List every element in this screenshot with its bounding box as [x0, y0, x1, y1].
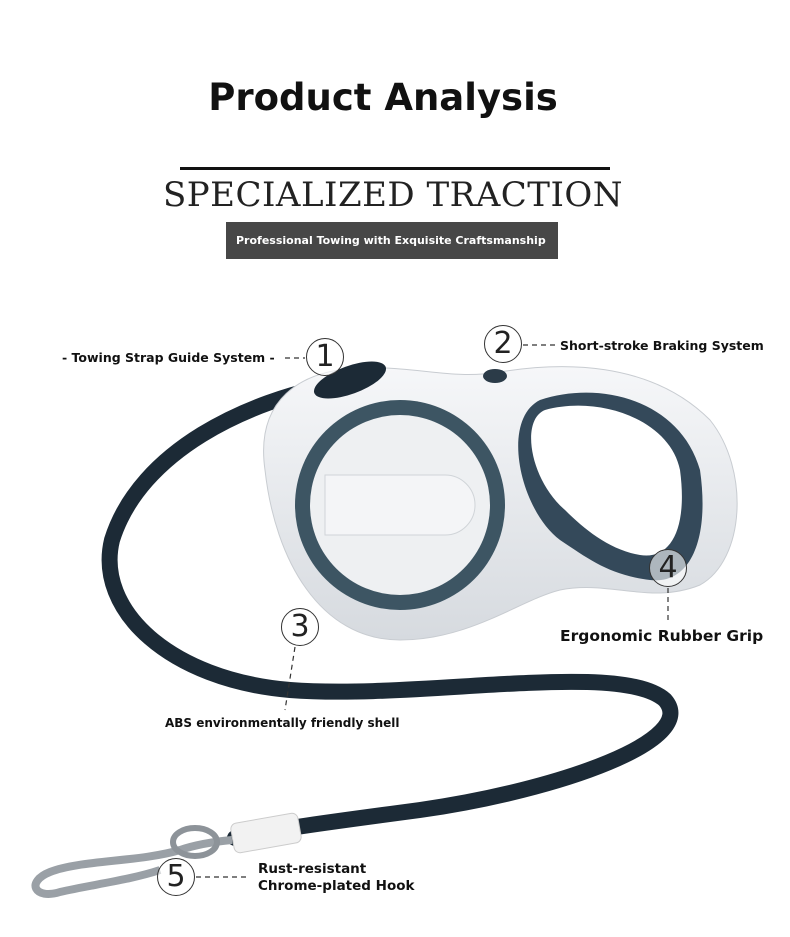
title-divider — [180, 167, 610, 170]
callout-label-shell: ABS environmentally friendly shell — [165, 716, 400, 730]
callout-number-1: 1 — [306, 338, 344, 376]
callout-label-hook-line1: Rust-resistant — [258, 861, 367, 877]
leash-body — [263, 361, 738, 641]
callout-label-hook-line2: Chrome-plated Hook — [258, 878, 415, 894]
callout-label-strap-guide: - Towing Strap Guide System - — [62, 350, 275, 365]
callout-number-5: 5 — [157, 858, 195, 896]
page-title: Product Analysis — [208, 76, 558, 119]
callout-label-braking: Short-stroke Braking System — [560, 338, 764, 353]
callout-number-3: 3 — [281, 608, 319, 646]
callout-number-2: 2 — [484, 325, 522, 363]
chrome-hook — [31, 812, 302, 898]
section-subtitle: SPECIALIZED TRACTION — [162, 175, 624, 215]
callout-number-4: 4 — [649, 549, 687, 587]
callout-leaders — [196, 344, 669, 878]
callout-label-grip: Ergonomic Rubber Grip — [560, 627, 764, 645]
leash-strap — [101, 377, 679, 846]
tagline-banner: Professional Towing with Exquisite Craft… — [226, 222, 558, 259]
